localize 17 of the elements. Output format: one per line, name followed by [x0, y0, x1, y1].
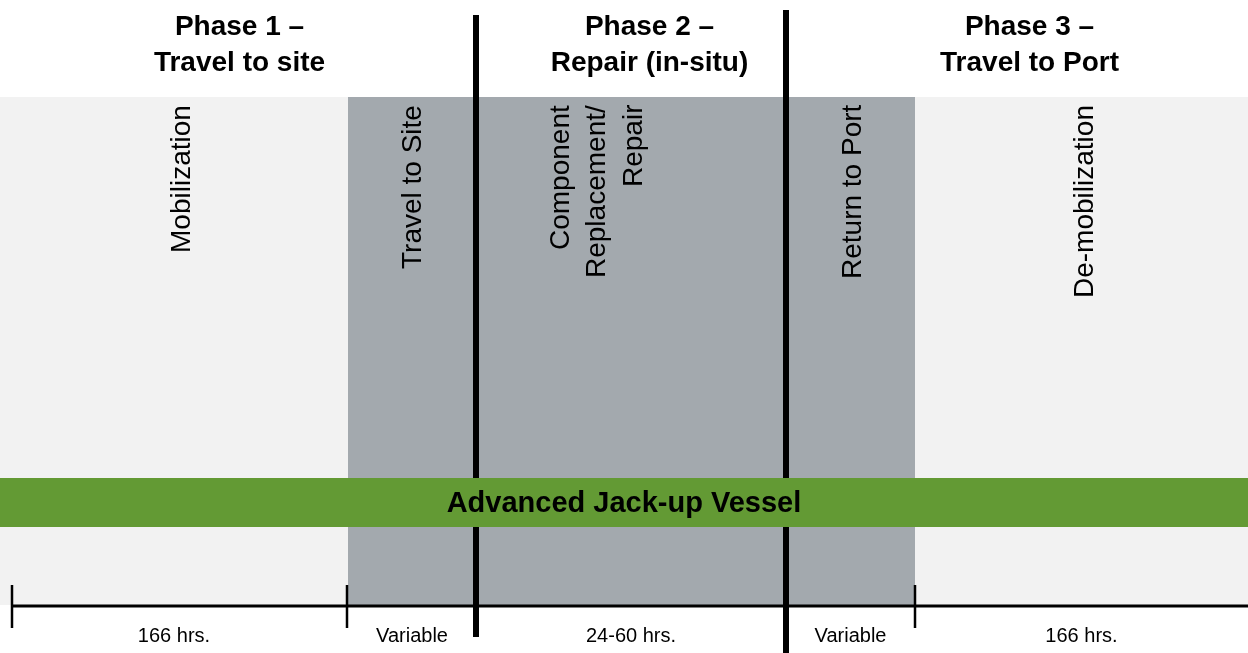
- duration-label: 166 hrs.: [136, 624, 212, 647]
- phase-heading: Phase 1 – Travel to site: [152, 9, 327, 80]
- duration-label: 166 hrs.: [1044, 624, 1119, 647]
- duration-label: Variable: [813, 624, 888, 647]
- stage-label: Return to Port: [835, 105, 868, 282]
- stage-band: [0, 97, 348, 605]
- phase-heading: Phase 3 – Travel to Port: [939, 9, 1120, 80]
- vessel-label: Advanced Jack-up Vessel: [446, 486, 802, 519]
- stage-label: Travel to Site: [395, 105, 428, 271]
- vessel-bar: [0, 478, 1248, 527]
- duration-label: Variable: [375, 624, 449, 647]
- duration-label: 24-60 hrs.: [584, 624, 678, 647]
- stage-label: De-mobilization: [1067, 105, 1100, 300]
- stage-band: [915, 97, 1248, 605]
- stage-label: Mobilization: [164, 105, 197, 255]
- phase-heading: Phase 2 – Repair (in-situ): [549, 9, 750, 80]
- stage-label: Component Replacement/ Repair: [543, 105, 649, 280]
